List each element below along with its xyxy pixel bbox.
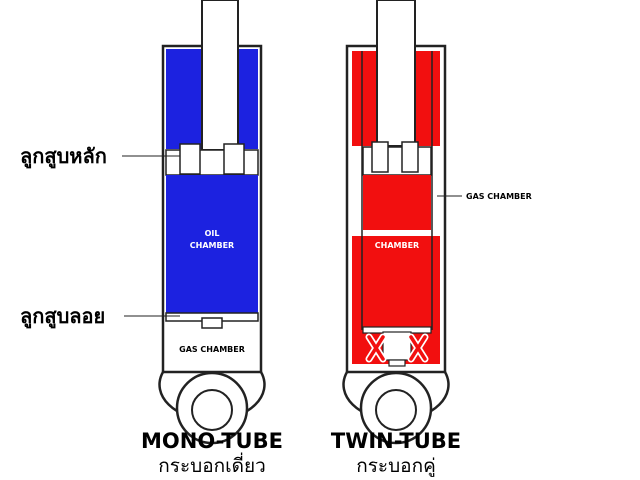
twin-tube-absorber: OIL CHAMBER GAS CHAMBER <box>331 0 532 477</box>
twin-main-piston <box>362 141 432 176</box>
twin-piston-rod <box>376 0 416 147</box>
mono-tube-absorber: OIL CHAMBER GAS CHAMBER ลูกสูบหลัก ลูกสู… <box>20 0 283 477</box>
twin-annulus-gas-left <box>352 146 361 236</box>
twin-flow-cross-marks-fill <box>367 335 427 361</box>
main-piston-label: ลูกสูบหลัก <box>20 144 107 170</box>
mono-gas-chamber-label: GAS CHAMBER <box>179 345 245 354</box>
twin-gas-chamber-label: GAS CHAMBER <box>466 192 532 201</box>
twin-inner-oil-upper <box>363 175 431 230</box>
mono-piston-rod <box>201 0 239 151</box>
twin-tube-title: TWIN-TUBE <box>331 429 461 453</box>
twin-annulus-gas-right <box>433 146 440 236</box>
mono-tube-subtitle: กระบอกเดี่ยว <box>158 452 266 477</box>
mono-tube-title: MONO-TUBE <box>141 429 283 453</box>
twin-bottom-eye <box>342 371 450 445</box>
mono-bottom-eye <box>158 371 266 445</box>
twin-chamber-label: CHAMBER <box>375 241 419 250</box>
twin-oil-label: OIL <box>390 229 405 238</box>
mono-oil-label: OIL <box>205 229 220 238</box>
floating-piston-label: ลูกสูบลอย <box>20 304 105 330</box>
twin-base-valve <box>362 326 432 367</box>
mono-floating-piston <box>165 312 259 329</box>
twin-tube-subtitle: กระบอกคู่ <box>356 455 436 477</box>
mono-main-piston <box>165 143 259 176</box>
mono-oil-chamber <box>166 175 258 313</box>
mono-chamber-label: CHAMBER <box>190 241 234 250</box>
